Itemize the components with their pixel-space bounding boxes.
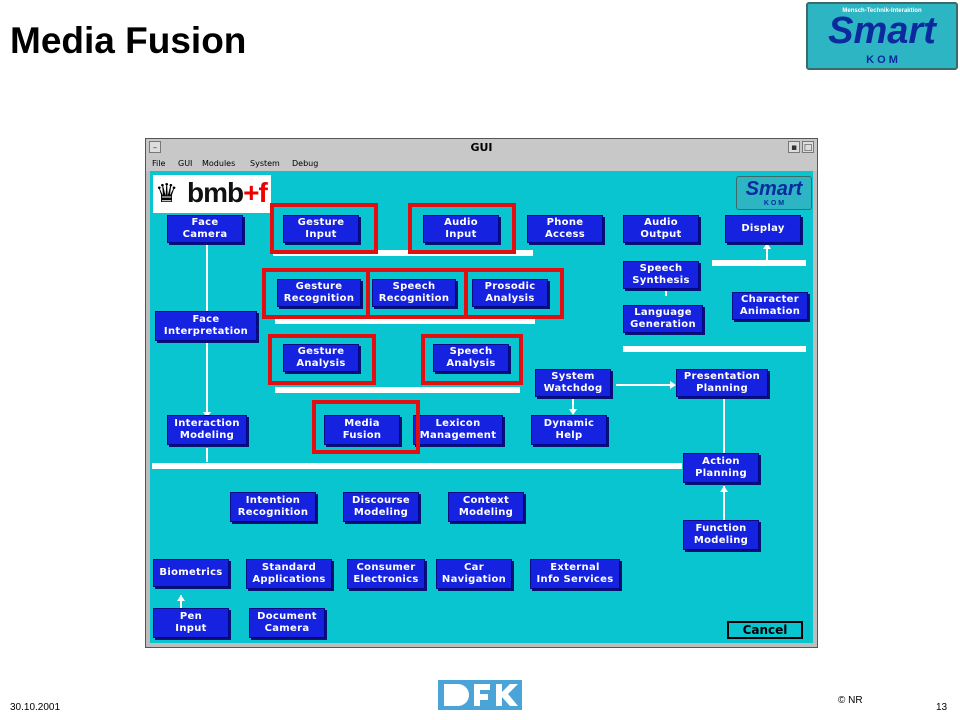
- module-gesture-input[interactable]: Gesture Input: [283, 215, 359, 243]
- dfki-logo: DFKI: [438, 680, 522, 710]
- bus-bar-input: [273, 250, 533, 256]
- module-speech-recognition[interactable]: Speech Recognition: [372, 279, 456, 307]
- menu-file[interactable]: File: [152, 159, 166, 168]
- menu-gui[interactable]: GUI: [178, 159, 193, 168]
- arrow-up: [177, 595, 185, 601]
- slide-title: Media Fusion: [10, 20, 247, 61]
- module-interaction-modeling[interactable]: Interaction Modeling: [167, 415, 247, 445]
- module-system-watchdog[interactable]: System Watchdog: [535, 369, 611, 397]
- bus-bar-generation: [623, 346, 806, 352]
- module-audio-input[interactable]: Audio Input: [423, 215, 499, 243]
- window-title: GUI: [470, 141, 493, 154]
- connector-watchdog-presentation: [616, 384, 672, 386]
- module-audio-output[interactable]: Audio Output: [623, 215, 699, 243]
- bus-bar-output: [712, 260, 806, 266]
- module-action-planning[interactable]: Action Planning: [683, 453, 759, 483]
- module-pen-input[interactable]: Pen Input: [153, 608, 229, 638]
- module-lexicon-management[interactable]: Lexicon Management: [413, 415, 503, 445]
- highlight-prosodic-analysis: [464, 268, 564, 319]
- module-phone-access[interactable]: Phone Access: [527, 215, 603, 243]
- highlight-gesture-recognition: [262, 268, 370, 319]
- smartkom-logo: Mensch-Technik-Interaktion Smart K O M: [806, 2, 958, 70]
- module-gesture-analysis[interactable]: Gesture Analysis: [283, 344, 359, 372]
- menu-modules[interactable]: Modules: [202, 159, 236, 168]
- connector-display: [766, 244, 768, 260]
- module-biometrics[interactable]: Biometrics: [153, 559, 229, 587]
- bus-bar-analysis: [275, 387, 520, 393]
- window-titlebar: – GUI ▪ □: [146, 139, 817, 158]
- module-face-camera[interactable]: Face Camera: [167, 215, 243, 243]
- connector-interaction: [206, 448, 208, 462]
- connector-pen: [180, 595, 182, 609]
- arrow-up: [763, 243, 771, 249]
- module-canvas: ♛ bmb+f Smart K O M: [150, 171, 813, 643]
- module-face-interpretation[interactable]: Face Interpretation: [155, 311, 257, 341]
- module-standard-applications[interactable]: Standard Applications: [246, 559, 332, 589]
- menu-system[interactable]: System: [250, 159, 280, 168]
- highlight-gesture-analysis: [268, 334, 376, 385]
- maximize-icon[interactable]: □: [802, 141, 814, 153]
- module-discourse-modeling[interactable]: Discourse Modeling: [343, 492, 419, 522]
- module-speech-synthesis[interactable]: Speech Synthesis: [623, 261, 699, 289]
- menu-bar: File GUI Modules System Debug: [146, 157, 817, 171]
- logo-main: Smart: [828, 10, 936, 52]
- module-intention-recognition[interactable]: Intention Recognition: [230, 492, 316, 522]
- module-external-info-services[interactable]: External Info Services: [530, 559, 620, 589]
- dfki-logo-text: DFKI: [478, 708, 483, 710]
- arrow-right: [670, 381, 676, 389]
- bus-bar-main: [152, 463, 682, 469]
- highlight-media-fusion: [312, 400, 420, 454]
- highlight-speech-recognition: [366, 268, 468, 319]
- module-context-modeling[interactable]: Context Modeling: [448, 492, 524, 522]
- module-media-fusion[interactable]: Media Fusion: [324, 415, 400, 445]
- inner-smartkom-logo: Smart K O M: [736, 176, 812, 210]
- inner-logo-main: Smart: [745, 178, 803, 200]
- module-character-animation[interactable]: Character Animation: [732, 292, 808, 320]
- bmbf-logo-plus: +f: [243, 177, 268, 208]
- highlight-speech-analysis: [421, 334, 523, 385]
- highlight-gesture-input: [270, 203, 378, 254]
- module-display[interactable]: Display: [725, 215, 801, 243]
- module-car-navigation[interactable]: Car Navigation: [436, 559, 512, 589]
- logo-subtitle: Mensch-Technik-Interaktion: [842, 8, 922, 14]
- page-number: 13: [936, 702, 948, 713]
- module-speech-analysis[interactable]: Speech Analysis: [433, 344, 509, 372]
- logo-kom: K O M: [866, 54, 898, 66]
- eagle-icon: ♛: [155, 178, 179, 208]
- module-document-camera[interactable]: Document Camera: [249, 608, 325, 638]
- bmbf-logo: ♛ bmb+f: [153, 175, 271, 213]
- arrow-up: [720, 486, 728, 492]
- module-dynamic-help[interactable]: Dynamic Help: [531, 415, 607, 445]
- bmbf-logo-text: bmb: [187, 177, 244, 208]
- module-function-modeling[interactable]: Function Modeling: [683, 520, 759, 550]
- window-menu-icon[interactable]: –: [149, 141, 161, 153]
- connector-face: [206, 244, 208, 322]
- module-prosodic-analysis[interactable]: Prosodic Analysis: [472, 279, 548, 307]
- footer-copyright: © NR: [838, 695, 863, 706]
- cancel-button[interactable]: Cancel: [727, 621, 803, 639]
- connector-action: [723, 392, 725, 457]
- module-consumer-electronics[interactable]: Consumer Electronics: [347, 559, 425, 589]
- connector-face-interp: [206, 341, 208, 416]
- module-language-generation[interactable]: Language Generation: [623, 305, 703, 333]
- connector-watchdog: [572, 397, 574, 413]
- gui-window: – GUI ▪ □ File GUI Modules System Debug …: [145, 138, 818, 648]
- arrow-down: [569, 409, 577, 415]
- inner-logo-kom: K O M: [763, 200, 785, 207]
- footer-date: 30.10.2001: [10, 702, 61, 713]
- module-gesture-recognition[interactable]: Gesture Recognition: [277, 279, 361, 307]
- minimize-icon[interactable]: ▪: [788, 141, 800, 153]
- highlight-audio-input: [408, 203, 516, 254]
- bus-bar-recognition: [275, 318, 535, 324]
- module-presentation-planning[interactable]: Presentation Planning: [676, 369, 768, 397]
- connector-function: [723, 486, 725, 524]
- menu-debug[interactable]: Debug: [292, 159, 319, 168]
